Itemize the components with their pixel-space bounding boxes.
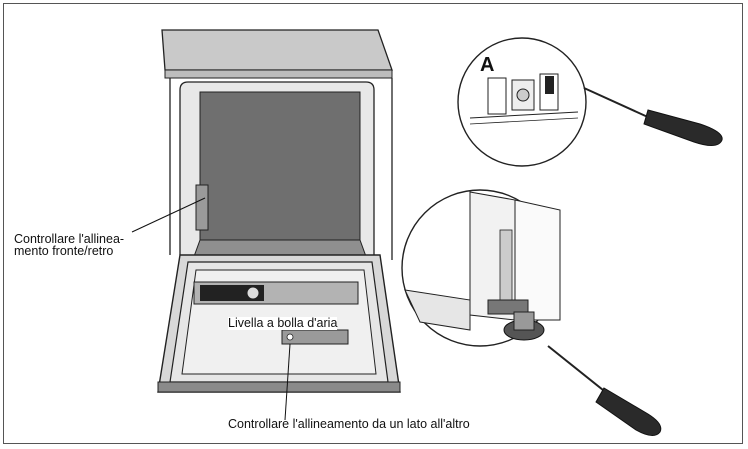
screwdriver-b: [547, 345, 662, 436]
label-side-to-side: Controllare l'allineamento da un lato al…: [228, 417, 470, 431]
label-front-back-line1: Controllare l'allinea-: [14, 232, 125, 246]
cabinet-top: [161, 29, 393, 71]
callout-a: A: [480, 54, 495, 76]
bubble: [286, 333, 294, 341]
door-bottom: [157, 381, 401, 393]
label-bubble-level: Livella a bolla d'aria: [228, 316, 338, 330]
label-front-back-line2: mento fronte/retro: [14, 244, 114, 258]
dial-knob: [246, 286, 260, 300]
cabinet-sides: [169, 78, 393, 260]
tub-interior: [199, 91, 361, 256]
foot-detail: [404, 191, 561, 341]
side-rail: [195, 184, 209, 231]
cabinet-rim: [164, 69, 393, 79]
leader-front-back: [131, 197, 206, 233]
leader-side-to-side: [284, 343, 291, 421]
screwdriver-a: [583, 87, 723, 146]
bubble-level: [281, 329, 349, 345]
hinge-detail: [469, 73, 579, 125]
